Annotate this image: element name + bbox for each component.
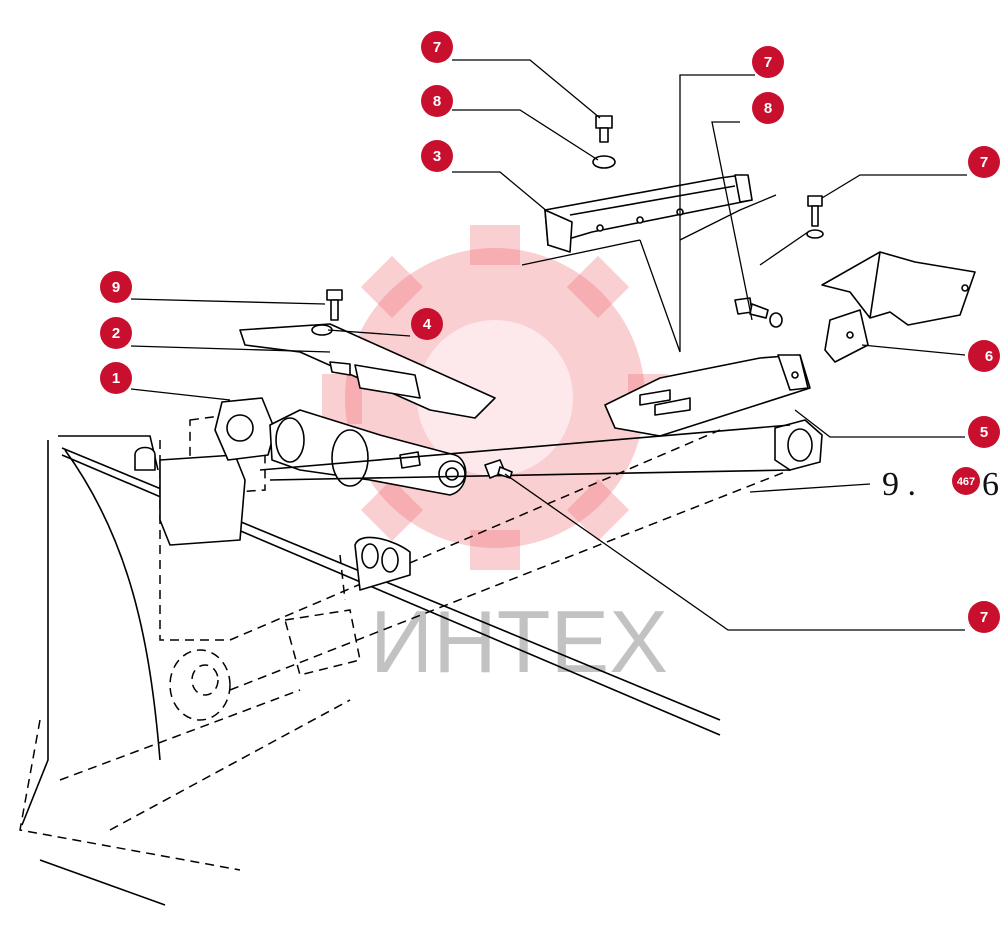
callout-4[interactable]: 4 — [411, 308, 443, 340]
callout-8-upper-right[interactable]: 8 — [752, 92, 784, 124]
svg-text:1: 1 — [112, 370, 120, 387]
svg-text:3: 3 — [433, 148, 441, 165]
hydraulic-cylinder — [159, 397, 467, 546]
step-upper — [544, 174, 753, 253]
svg-text:9: 9 — [112, 279, 120, 296]
svg-text:7: 7 — [980, 609, 988, 626]
svg-text:6: 6 — [985, 348, 993, 365]
callout-7-top[interactable]: 7 — [421, 31, 453, 63]
callout-7-bottom[interactable]: 7 — [968, 601, 1000, 633]
callout-7-right[interactable]: 7 — [968, 146, 1000, 178]
svg-text:5: 5 — [980, 424, 988, 441]
blade-outline — [19, 429, 791, 906]
cover-plate — [239, 323, 496, 419]
step-lower — [259, 354, 823, 481]
svg-text:8: 8 — [764, 100, 772, 117]
callout-3[interactable]: 3 — [421, 140, 453, 172]
drawing-number-prefix: 9 . — [882, 466, 916, 503]
drawing-number: 9 . 467 6 — [882, 466, 999, 503]
watermark-text: ИНТЕХ — [370, 592, 668, 691]
callout-7-upper-right[interactable]: 7 — [752, 46, 784, 78]
svg-text:2: 2 — [112, 325, 120, 342]
svg-text:8: 8 — [433, 93, 441, 110]
callout-2[interactable]: 2 — [100, 317, 132, 349]
leader-lines — [130, 59, 967, 631]
drawing-number-badge — [952, 467, 980, 495]
svg-text:7: 7 — [980, 154, 988, 171]
svg-text:4: 4 — [423, 316, 432, 333]
drawing-number-badge-text: 467 — [957, 476, 975, 488]
callout-9[interactable]: 9 — [100, 271, 132, 303]
callout-5[interactable]: 5 — [968, 416, 1000, 448]
side-bracket — [821, 251, 976, 363]
drawing-number-suffix: 6 — [982, 466, 999, 503]
callout-8-top[interactable]: 8 — [421, 85, 453, 117]
callout-1[interactable]: 1 — [100, 362, 132, 394]
svg-text:7: 7 — [433, 39, 441, 56]
callout-6[interactable]: 6 — [968, 340, 1000, 372]
svg-text:7: 7 — [764, 54, 772, 71]
